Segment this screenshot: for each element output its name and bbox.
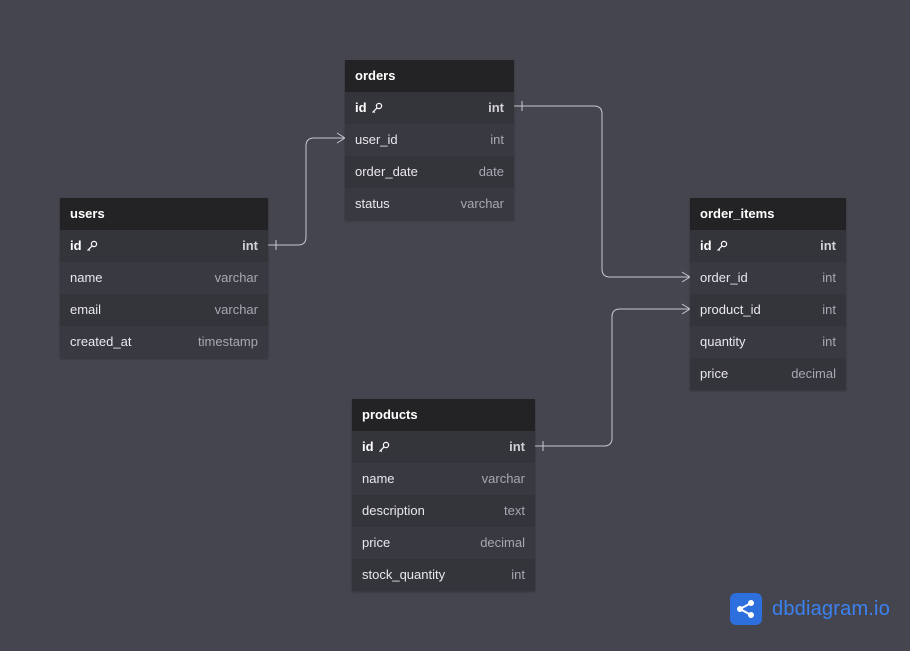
column-name-text: price <box>700 366 729 381</box>
column-name-text: price <box>362 535 391 550</box>
relationship-users-orders[interactable] <box>268 132 346 250</box>
column-type: int <box>822 334 836 349</box>
column-name: email <box>70 294 101 326</box>
column-name: name <box>362 463 395 495</box>
table-products[interactable]: products id int name varchar description text… <box>352 399 535 591</box>
column-name-text: id <box>70 238 82 253</box>
column-products-stock-quantity[interactable]: stock_quantity int <box>352 559 535 591</box>
column-name-text: order_id <box>700 270 748 285</box>
column-products-name[interactable]: name varchar <box>352 463 535 495</box>
column-name-text: id <box>362 439 374 454</box>
table-users[interactable]: users id int name varchar email varchar create… <box>60 198 268 358</box>
column-orders-user-id[interactable]: user_id int <box>345 124 514 156</box>
column-name-text: id <box>355 100 367 115</box>
column-orders-status[interactable]: status varchar <box>345 188 514 220</box>
column-type: int <box>511 567 525 582</box>
column-name: name <box>70 262 103 294</box>
column-orders-id[interactable]: id int <box>345 92 514 124</box>
column-name-text: email <box>70 302 102 317</box>
column-name-text: description <box>362 503 425 518</box>
column-order-items-product-id[interactable]: product_id int <box>690 294 846 326</box>
table-orders-header[interactable]: orders <box>345 60 514 92</box>
table-orders[interactable]: orders id int user_id int order_date date stat… <box>345 60 514 220</box>
column-type: int <box>488 100 504 115</box>
column-type: text <box>504 503 525 518</box>
column-type: int <box>509 439 525 454</box>
column-type: int <box>490 132 504 147</box>
column-name-text: name <box>362 471 395 486</box>
column-type: int <box>242 238 258 253</box>
column-type: int <box>822 270 836 285</box>
column-users-email[interactable]: email varchar <box>60 294 268 326</box>
column-name: quantity <box>700 326 746 358</box>
column-order-items-quantity[interactable]: quantity int <box>690 326 846 358</box>
relationship-orders-order-items[interactable] <box>514 101 691 283</box>
brand-name: dbdiagram.io <box>772 597 891 620</box>
column-name: user_id <box>355 124 398 156</box>
primary-key-icon <box>378 441 390 453</box>
column-name-text: quantity <box>700 334 746 349</box>
column-orders-order-date[interactable]: order_date date <box>345 156 514 188</box>
column-name: id <box>70 230 98 262</box>
column-name-text: user_id <box>355 132 398 147</box>
share-nodes-icon <box>730 593 762 625</box>
column-name: id <box>355 92 383 124</box>
column-name: description <box>362 495 425 527</box>
column-name: stock_quantity <box>362 559 445 591</box>
primary-key-icon <box>86 240 98 252</box>
column-type: varchar <box>460 196 504 211</box>
column-name-text: product_id <box>700 302 761 317</box>
column-order-items-price[interactable]: price decimal <box>690 358 846 390</box>
column-name: created_at <box>70 326 131 358</box>
column-products-price[interactable]: price decimal <box>352 527 535 559</box>
column-users-name[interactable]: name varchar <box>60 262 268 294</box>
column-type: varchar <box>214 302 258 317</box>
column-type: int <box>822 302 836 317</box>
column-name: product_id <box>700 294 761 326</box>
column-type: decimal <box>791 366 836 381</box>
column-order-items-order-id[interactable]: order_id int <box>690 262 846 294</box>
table-users-header[interactable]: users <box>60 198 268 230</box>
column-name: id <box>700 230 728 262</box>
column-name-text: id <box>700 238 712 253</box>
column-name: price <box>700 358 728 390</box>
column-name: order_id <box>700 262 748 294</box>
column-type: decimal <box>480 535 525 550</box>
column-name-text: name <box>70 270 103 285</box>
primary-key-icon <box>371 102 383 114</box>
column-type: timestamp <box>198 334 258 349</box>
column-type: int <box>820 238 836 253</box>
primary-key-icon <box>716 240 728 252</box>
column-name: status <box>355 188 390 220</box>
column-type: date <box>478 164 504 179</box>
column-products-id[interactable]: id int <box>352 431 535 463</box>
column-users-created-at[interactable]: created_at timestamp <box>60 326 268 358</box>
column-order-items-id[interactable]: id int <box>690 230 846 262</box>
column-name: order_date <box>355 156 418 188</box>
column-name-text: stock_quantity <box>362 567 446 582</box>
table-order-items-header[interactable]: order_items <box>690 198 846 230</box>
column-name-text: status <box>355 196 390 211</box>
column-users-id[interactable]: id int <box>60 230 268 262</box>
relationship-products-order-items[interactable] <box>535 303 691 451</box>
column-name-text: created_at <box>70 334 132 349</box>
column-products-description[interactable]: description text <box>352 495 535 527</box>
table-products-header[interactable]: products <box>352 399 535 431</box>
dbdiagram-logo[interactable]: dbdiagram.io <box>730 593 890 625</box>
column-type: varchar <box>481 471 525 486</box>
column-name-text: order_date <box>355 164 418 179</box>
column-type: varchar <box>214 270 258 285</box>
column-name: price <box>362 527 390 559</box>
column-name: id <box>362 431 390 463</box>
